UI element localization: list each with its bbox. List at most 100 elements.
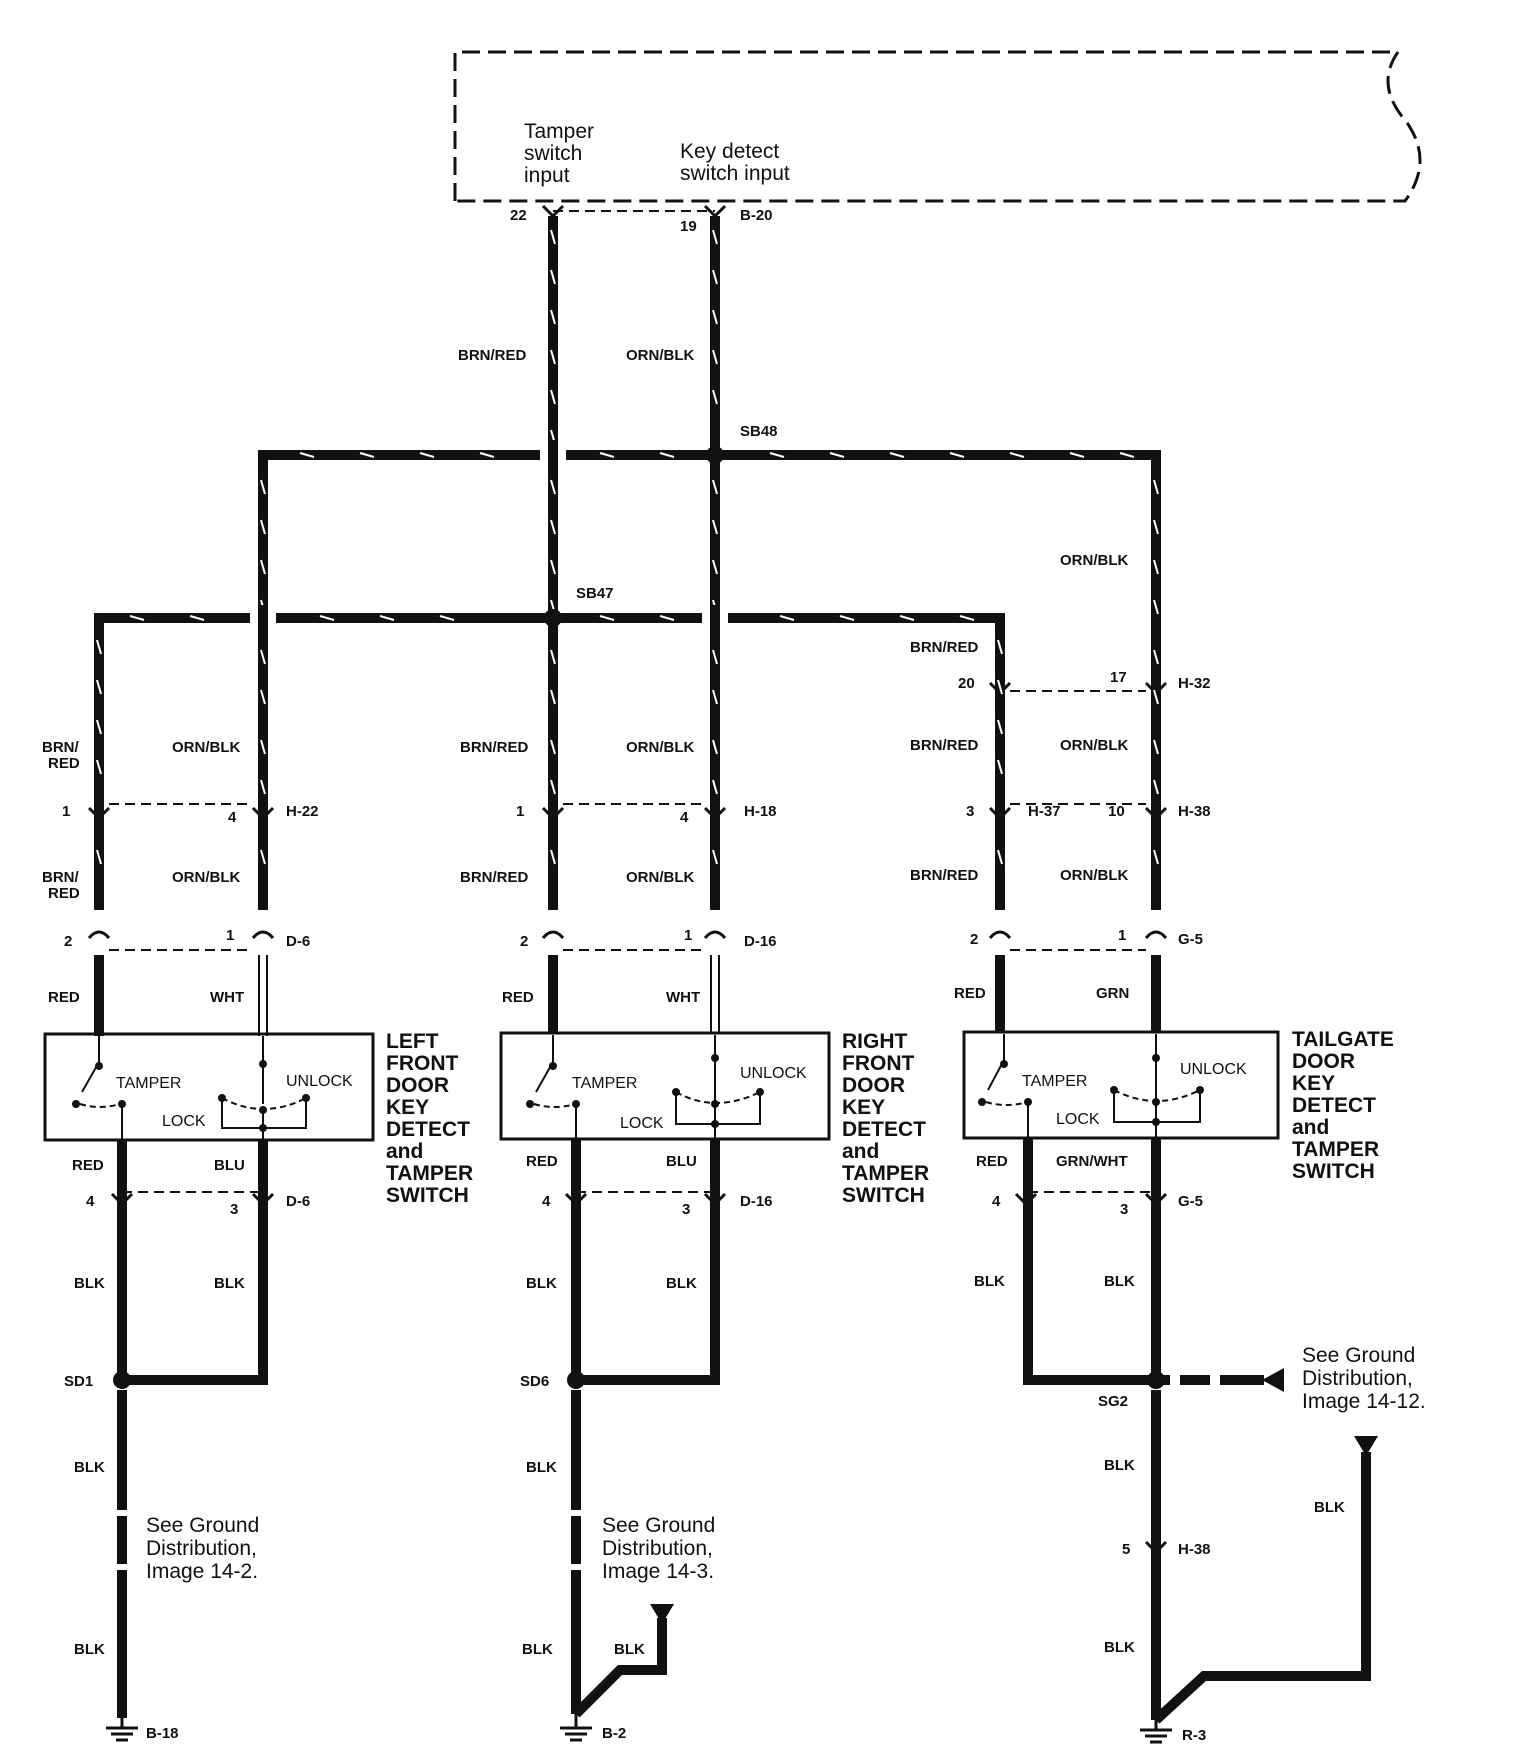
pin: 3 [966, 803, 974, 820]
component-name-line: LEFT [386, 1030, 439, 1053]
switch-label-unlock: UNLOCK [286, 1073, 353, 1090]
pin: 1 [516, 803, 524, 820]
connector-h22: H-22 [286, 803, 319, 820]
note-line: See Ground [146, 1514, 259, 1537]
wire-label: WHT [210, 989, 244, 1006]
switch-tailgate: TAMPER UNLOCK LOCK [962, 1030, 1280, 1140]
pin: 1 [1118, 927, 1126, 944]
ground-wires [117, 1390, 1371, 1724]
wire-label: BLK [1314, 1499, 1345, 1516]
ecu-label-line: switch input [680, 162, 790, 185]
pin: 4 [542, 1193, 551, 1210]
ground-symbol-icon [560, 1714, 592, 1742]
wire-label: BLU [214, 1157, 245, 1174]
twist-marks [96, 229, 1159, 865]
connector-d6: D-6 [286, 1193, 310, 1210]
wire-label: ORN/BLK [1060, 867, 1128, 884]
note-ground-14-12: See Ground Distribution, Image 14-12. [1302, 1344, 1426, 1413]
ground-labels: BLK BLK BLK BLK 5 H-38 BLK BLK BLK BLK [74, 1457, 1345, 1658]
connector-h37: H-37 [1028, 803, 1061, 820]
wire-label: BRN/RED [460, 739, 529, 756]
component-name-line: DETECT [842, 1118, 926, 1141]
ecu-label-line: switch [524, 142, 582, 165]
connector-r3: R-3 [1182, 1727, 1206, 1744]
pin: 3 [230, 1201, 238, 1218]
switch-label-lock: LOCK [620, 1115, 664, 1132]
connector-h38: H-38 [1178, 803, 1211, 820]
splice-sb48 [706, 446, 724, 464]
ground-arrow-tail-up [1354, 1436, 1378, 1456]
pin: 1 [226, 927, 234, 944]
wire-label: BRN/RED [910, 737, 979, 754]
pin: 20 [958, 675, 975, 692]
wire-label: BLK [74, 1641, 105, 1658]
pin: 2 [970, 931, 978, 948]
switch-left: TAMPER UNLOCK LOCK [43, 1032, 375, 1142]
ecu-label-line: Tamper [524, 120, 594, 143]
component-name-line: RIGHT [842, 1030, 908, 1053]
wire-label: BRN/RED [458, 347, 527, 364]
component-name-line: TAMPER [1292, 1138, 1379, 1161]
connector-b2: B-2 [602, 1725, 626, 1742]
branch-labels-row2: BRN/ RED ORN/BLK BRN/RED ORN/BLK BRN/RED… [42, 867, 1128, 902]
pin: 4 [680, 809, 689, 826]
note-line: Image 14-12. [1302, 1390, 1426, 1413]
component-name-line: and [386, 1140, 423, 1163]
wire-label: RED [48, 755, 80, 772]
wire-label: WHT [666, 989, 700, 1006]
connector-g5: G-5 [1178, 931, 1203, 948]
lower-wire-gaps [1170, 1375, 1220, 1385]
pin-19: 19 [680, 218, 697, 235]
component-name-line: and [842, 1140, 879, 1163]
switch-label-tamper: TAMPER [572, 1075, 637, 1092]
component-name-line: DOOR [842, 1074, 905, 1097]
switch-right: TAMPER UNLOCK LOCK [499, 1031, 831, 1141]
wire-label: BLK [974, 1273, 1005, 1290]
switch-label-unlock: UNLOCK [740, 1065, 807, 1082]
note-line: Distribution, [1302, 1367, 1413, 1390]
wire-label: ORN/BLK [1060, 552, 1128, 569]
component-name-line: TAILGATE [1292, 1028, 1394, 1051]
wire-label: BRN/RED [910, 867, 979, 884]
wire-label: RED [976, 1153, 1008, 1170]
component-name-line: KEY [386, 1096, 429, 1119]
wire-label: RED [526, 1153, 558, 1170]
wire-label: RED [72, 1157, 104, 1174]
splice-label-sd6: SD6 [520, 1373, 549, 1390]
lower-labels: RED BLU RED BLU RED GRN/WHT 4 3 D-6 4 3 … [72, 1153, 1203, 1292]
connector-b20: B-20 [740, 207, 773, 224]
wire-label: GRN [1096, 985, 1129, 1002]
pin: 3 [1120, 1201, 1128, 1218]
pin: 3 [682, 1201, 690, 1218]
wire-label: BLU [666, 1153, 697, 1170]
wire-label: ORN/BLK [626, 739, 694, 756]
wire-label: BLK [1104, 1639, 1135, 1656]
wire-label: BLK [214, 1275, 245, 1292]
wire-label: BLK [666, 1275, 697, 1292]
connector-g5: G-5 [1178, 1193, 1203, 1210]
ground-arrow-right [650, 1604, 674, 1624]
wire-label: ORN/BLK [1060, 737, 1128, 754]
component-name-line: and [1292, 1116, 1329, 1139]
wire-label: BRN/ [42, 869, 79, 886]
component-name-line: FRONT [842, 1052, 914, 1075]
splice-label-sd1: SD1 [64, 1373, 93, 1390]
splice-label-sb48: SB48 [740, 423, 778, 440]
component-name-tailgate: TAILGATE DOOR KEY DETECT and TAMPER SWIT… [1292, 1028, 1394, 1183]
switch-label-lock: LOCK [1056, 1111, 1100, 1128]
pin: 5 [1122, 1541, 1130, 1558]
note-line: Image 14-3. [602, 1560, 714, 1583]
note-line: Image 14-2. [146, 1560, 258, 1583]
connector-row-d-top: 2 1 D-6 2 1 D-16 2 1 G-5 [64, 927, 1203, 951]
pin: 4 [992, 1193, 1001, 1210]
note-line: See Ground [602, 1514, 715, 1537]
ecu-key-input-label: Key detect switch input [680, 140, 790, 185]
pin: 1 [684, 927, 692, 944]
switch-feed-wires [94, 955, 1161, 1036]
splice-label-sg2: SG2 [1098, 1393, 1128, 1410]
wire-label: BLK [526, 1459, 557, 1476]
pin: 4 [86, 1193, 95, 1210]
wire-label: RED [502, 989, 534, 1006]
connector-d6: D-6 [286, 933, 310, 950]
